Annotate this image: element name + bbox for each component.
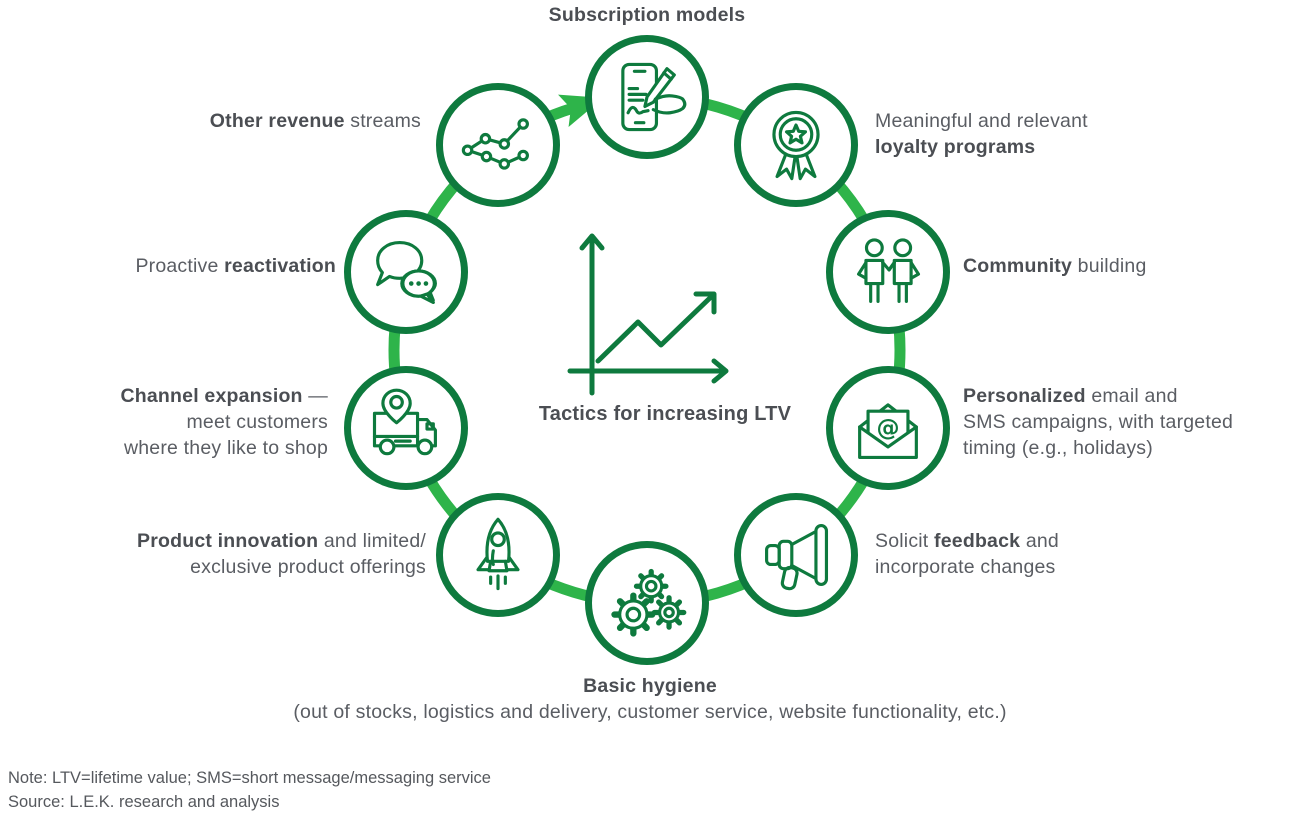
label-channel: Channel expansion — meet customers where… <box>3 383 328 461</box>
label-line: loyalty programs <box>875 136 1036 158</box>
source-line: Source: L.E.K. research and analysis <box>8 793 280 811</box>
node-product <box>436 493 560 617</box>
phone-signature-icon <box>621 62 687 132</box>
rocket-icon <box>476 517 520 591</box>
label-community: Community building <box>963 253 1293 279</box>
trend-line-dots-icon <box>461 118 529 170</box>
label-line: exclusive product offerings <box>190 556 426 578</box>
footnotes: Note: LTV=lifetime value; SMS=short mess… <box>8 766 491 814</box>
label-line: Solicit feedback and <box>875 530 1059 552</box>
label-subscription: Subscription models <box>447 2 847 28</box>
label-line: SMS campaigns, with targeted <box>963 411 1234 433</box>
label-line: Channel expansion — <box>120 385 328 407</box>
label-line: Personalized email and <box>963 385 1178 407</box>
svg-text:@: @ <box>876 415 899 441</box>
label-line: Community building <box>963 255 1147 277</box>
center-title: Tactics for increasing LTV <box>538 403 792 425</box>
node-subscription <box>585 35 709 159</box>
note-line: Note: LTV=lifetime value; SMS=short mess… <box>8 769 491 787</box>
label-line: Proactive reactivation <box>135 255 336 277</box>
label-line: Product innovation and limited/ <box>136 530 426 552</box>
node-channel <box>344 366 468 490</box>
label-other-revenue: Other revenue streams <box>1 108 421 134</box>
node-loyalty <box>734 83 858 207</box>
node-other-revenue <box>436 83 560 207</box>
label-line: Meaningful and relevant <box>875 110 1088 132</box>
label-line: timing (e.g., holidays) <box>963 437 1153 459</box>
node-feedback <box>734 493 858 617</box>
label-line: Basic hygiene <box>583 675 717 697</box>
label-line: Other revenue streams <box>209 110 421 132</box>
node-community <box>826 210 950 334</box>
two-people-icon <box>857 238 921 303</box>
chat-bubbles-icon <box>376 241 437 305</box>
email-at-icon: @ <box>858 403 918 459</box>
rising-trend-chart-icon <box>567 233 729 396</box>
label-product: Product innovation and limited/ exclusiv… <box>6 528 426 580</box>
label-personalized: Personalized email and SMS campaigns, wi… <box>963 383 1298 461</box>
node-hygiene <box>585 541 709 665</box>
label-hygiene: Basic hygiene (out of stocks, logistics … <box>140 673 1160 725</box>
delivery-truck-pin-icon <box>372 388 437 456</box>
label-line: incorporate changes <box>875 556 1056 578</box>
label-line: Subscription models <box>548 4 746 26</box>
node-personalized: @ <box>826 366 950 490</box>
label-line: meet customers <box>186 411 328 433</box>
megaphone-icon <box>765 524 829 591</box>
label-feedback: Solicit feedback and incorporate changes <box>875 528 1295 580</box>
label-line: (out of stocks, logistics and delivery, … <box>293 701 1007 723</box>
label-loyalty: Meaningful and relevant loyalty programs <box>875 108 1295 160</box>
gears-icon <box>611 568 687 637</box>
label-reactivation: Proactive reactivation <box>6 253 336 279</box>
node-reactivation <box>344 210 468 334</box>
award-ribbon-icon <box>772 110 820 181</box>
label-line: where they like to shop <box>123 437 328 459</box>
